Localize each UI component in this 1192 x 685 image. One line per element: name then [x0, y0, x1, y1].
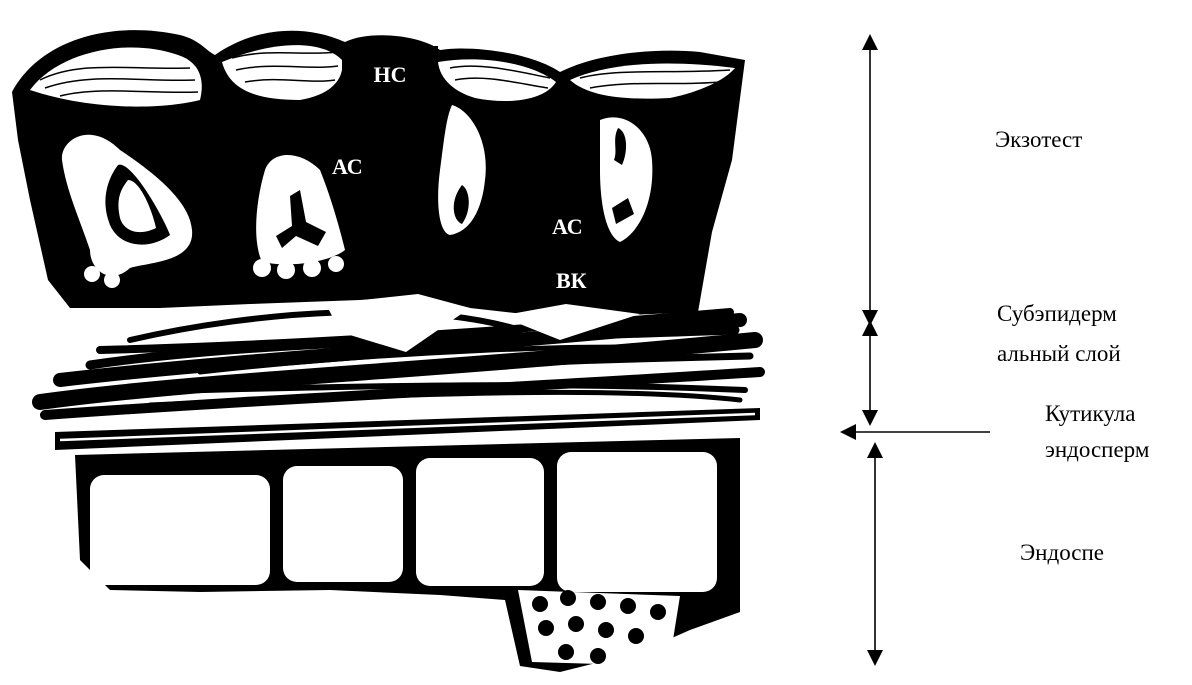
label-cuticle-1: Кутикула: [1045, 398, 1136, 430]
aleurone-grain: [532, 596, 548, 612]
endosperm-cell-1: [90, 475, 270, 585]
tag-vk: ВК: [556, 268, 587, 293]
label-subepidermal-2: альный слой: [997, 338, 1121, 370]
label-exotest: Экзотест: [995, 124, 1082, 156]
aleurone-grain: [538, 620, 554, 636]
aleurone-grain: [620, 598, 636, 614]
endosperm-cell-2: [283, 466, 403, 582]
endosperm-cell-3: [416, 458, 544, 586]
label-endosperm: Эндоспе: [1020, 537, 1104, 569]
aleurone-grain: [558, 644, 574, 660]
tag-ac-right: АС: [552, 214, 583, 239]
aleurone-grain: [568, 616, 584, 632]
tag-ac-left: АС: [332, 154, 363, 179]
aleurone-grain: [628, 628, 644, 644]
annotation-arrows: [848, 42, 990, 658]
label-subepidermal-1: Субэпидерм: [997, 298, 1117, 330]
aleurone-grain: [560, 590, 576, 606]
aleurone-grain: [598, 622, 614, 638]
endosperm-cell-4: [557, 452, 717, 592]
aleurone-grain: [650, 604, 666, 620]
aleurone-grain: [590, 594, 606, 610]
aleurone-grain: [590, 648, 606, 664]
endosperm-cells: [75, 438, 740, 672]
tag-nc: НС: [374, 62, 407, 87]
label-cuticle-2: эндосперм: [1045, 434, 1149, 466]
